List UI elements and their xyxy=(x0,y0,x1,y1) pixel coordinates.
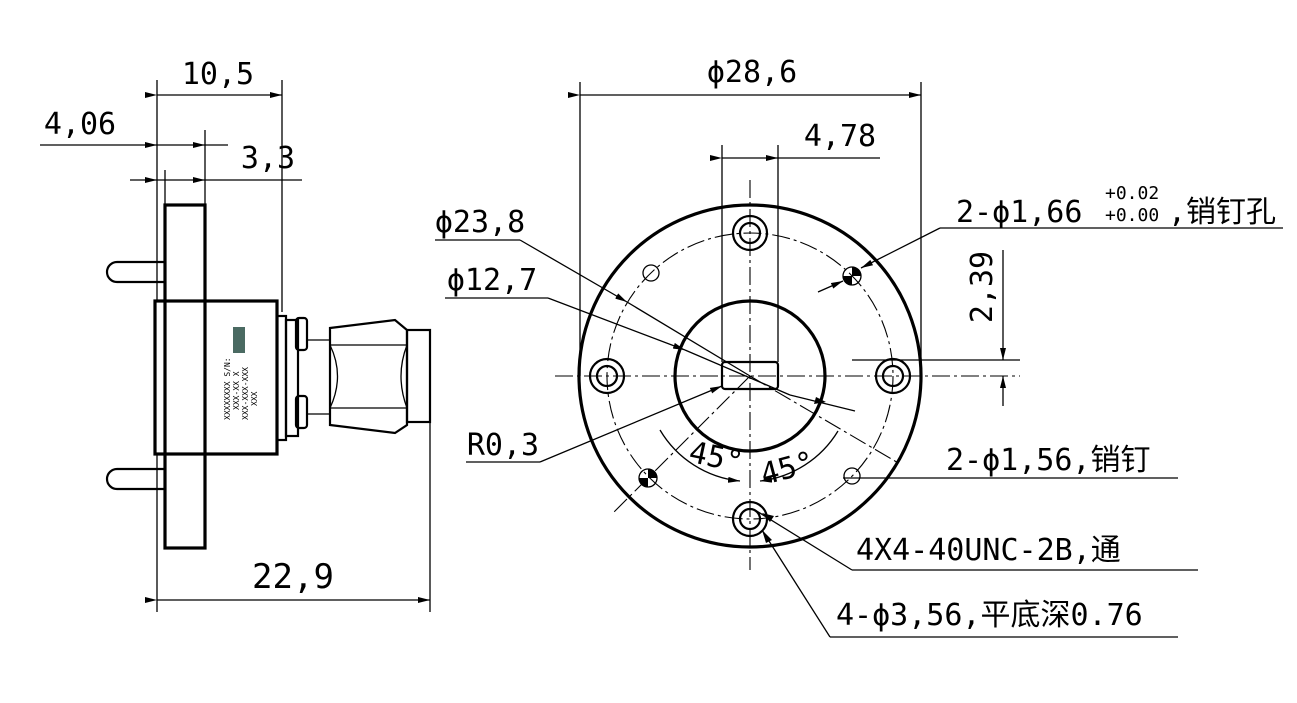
dim-corner-radius: R0,3 xyxy=(467,428,539,463)
pin-hole-lower-right xyxy=(843,467,861,485)
dim-body-offset: 3,3 xyxy=(241,141,295,176)
pin-note: 2-ϕ1,56,销钉 xyxy=(946,443,1151,478)
label-line-1: XXXXXXXX S/N: xyxy=(223,357,232,420)
angle-right: 45° xyxy=(757,445,818,493)
bolt-circle xyxy=(606,232,894,520)
counterbore-hole-left xyxy=(588,357,626,395)
hex-nut xyxy=(328,318,409,435)
flange-plate xyxy=(163,203,207,550)
side-view: XXXXXXXX S/N: XXX-XX X XXX-XXX-XXX XXX 1… xyxy=(40,57,432,612)
pin-hole-suffix: ,销钉孔 xyxy=(1168,195,1276,230)
thread-note: 4X4-40UNC-2B,通 xyxy=(856,533,1121,568)
product-label: XXXXXXXX S/N: XXX-XX X XXX-XXX-XXX XXX xyxy=(223,357,259,420)
label-plate-logo xyxy=(233,327,245,353)
guide-pin-bottom xyxy=(105,467,165,491)
counterbore-note: 4-ϕ3,56,平底深0.76 xyxy=(836,598,1143,633)
guide-pin-top xyxy=(105,260,165,284)
dim-flange-thickness: 4,06 xyxy=(44,107,116,142)
waveguide-aperture xyxy=(720,360,780,391)
coupling-ring xyxy=(294,316,309,352)
connector-pin xyxy=(405,328,432,424)
angle-left: 45° xyxy=(686,435,746,481)
label-line-2: XXX-XX X xyxy=(232,371,241,410)
pin-hole-tolerance-upper: +0.02 xyxy=(1105,183,1159,204)
counterbore-hole-right xyxy=(874,357,912,395)
pin-hole-tolerance-lower: +0.00 xyxy=(1105,205,1159,226)
adapter-body xyxy=(153,299,279,456)
dim-bolt-circle: ϕ23,8 xyxy=(435,205,525,240)
front-view: ϕ28,6 4,78 ϕ23,8 ϕ12,7 R0,3 2,39 45° 45° xyxy=(435,55,1283,638)
pin-hole-upper-left xyxy=(642,264,660,282)
label-line-3: XXX-XXX-XXX xyxy=(241,367,250,420)
dim-waveguide-opening: ϕ12,7 xyxy=(447,263,537,298)
counterbore-hole-bottom xyxy=(731,500,769,538)
guide-pin-upper-right xyxy=(842,266,862,286)
counterbore-hole-top xyxy=(731,214,769,252)
dim-outer-diameter: ϕ28,6 xyxy=(707,55,797,90)
dim-pin-offset: 2,39 xyxy=(965,251,1000,323)
dim-total-length: 22,9 xyxy=(252,557,334,597)
pin-hole-note: 2-ϕ1,66 xyxy=(956,195,1082,230)
dim-waveguide-width: 4,78 xyxy=(804,119,876,154)
label-line-4: XXX xyxy=(250,391,259,406)
waveguide-opening xyxy=(673,299,827,453)
dim-flange-body: 10,5 xyxy=(182,57,254,92)
